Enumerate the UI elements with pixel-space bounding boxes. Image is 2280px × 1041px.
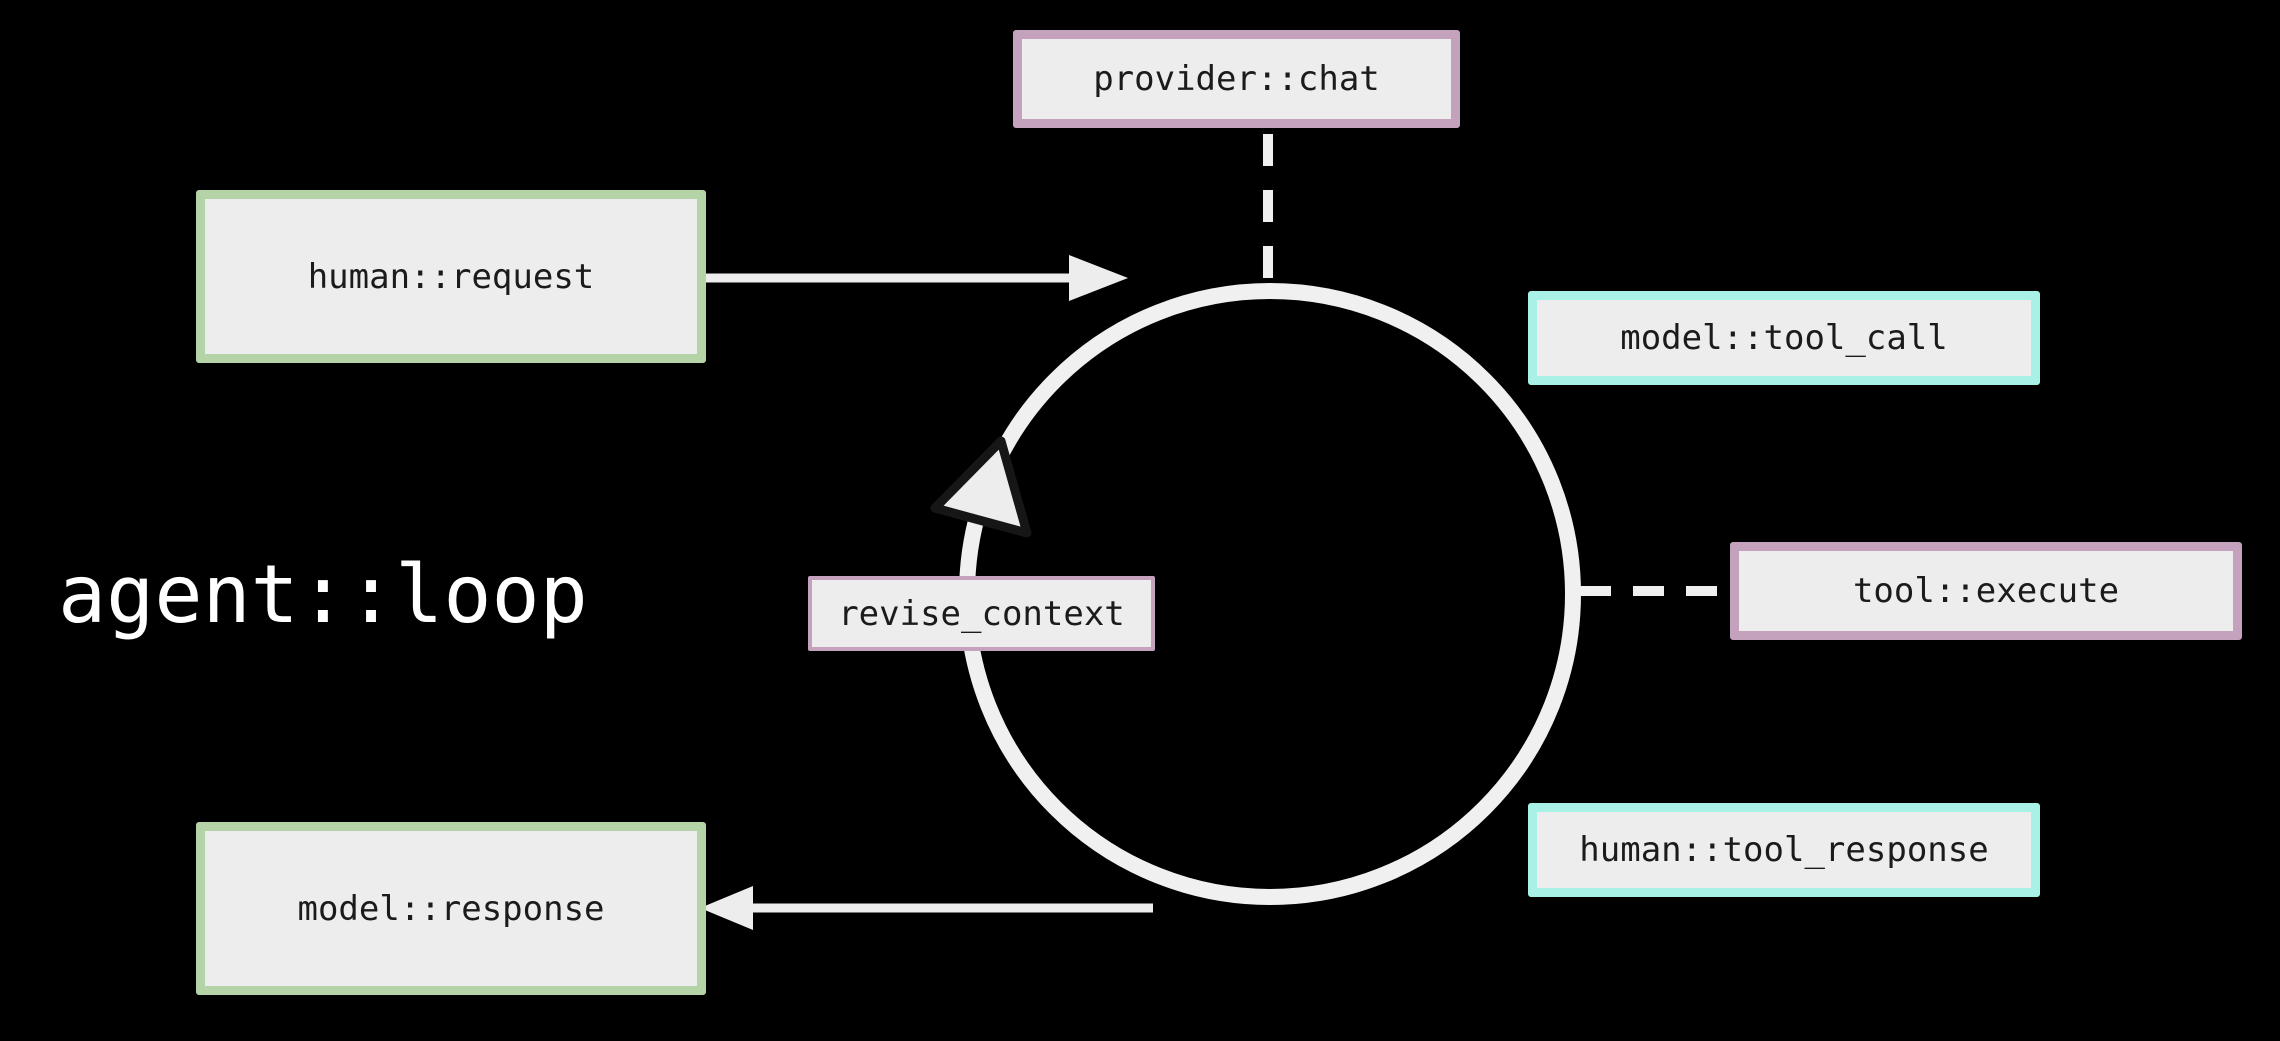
node-provider-chat: provider::chat [1013, 30, 1460, 128]
node-human-request-label: human::request [307, 256, 595, 297]
arrowhead-left-icon [700, 886, 753, 930]
node-model-response-label: model::response [297, 888, 605, 929]
node-human-tool-response: human::tool_response [1528, 803, 2040, 897]
loop-direction-arrowhead-icon [930, 436, 1032, 538]
node-model-response: model::response [196, 822, 706, 995]
node-revise-context-label: revise_context [838, 593, 1125, 634]
node-provider-chat-label: provider::chat [1093, 59, 1380, 99]
arrow-human-request-to-loop [706, 255, 1128, 301]
node-human-tool-response-label: human::tool_response [1579, 830, 1989, 870]
arrowhead-right-icon [1069, 255, 1128, 301]
node-tool-execute-label: tool::execute [1852, 571, 2120, 611]
node-model-tool-call: model::tool_call [1528, 291, 2040, 385]
node-model-tool-call-label: model::tool_call [1620, 318, 1948, 358]
node-revise-context: revise_context [808, 576, 1155, 651]
node-human-request: human::request [196, 190, 706, 363]
node-tool-execute: tool::execute [1730, 542, 2242, 640]
arrow-loop-to-model-response [700, 886, 1153, 930]
loop-title: agent::loop [58, 548, 588, 641]
